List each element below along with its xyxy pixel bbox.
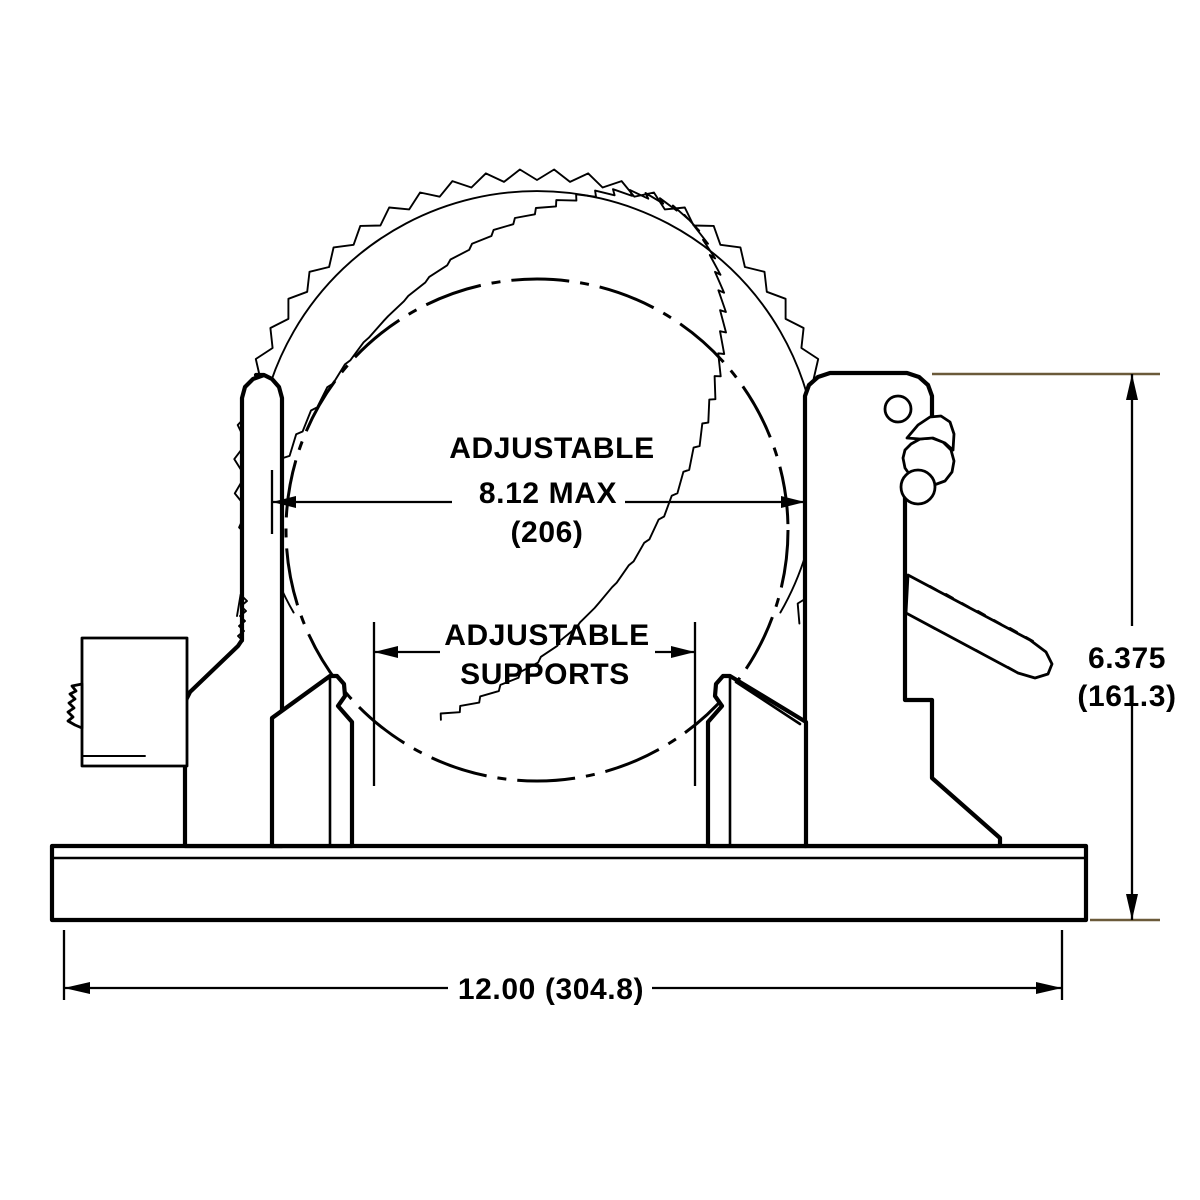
upper-pivot-hole — [883, 394, 913, 424]
left-side-block — [80, 636, 189, 768]
supports-line-2: SUPPORTS — [460, 658, 630, 691]
left-adjust-knob — [66, 682, 84, 730]
supports-dimension: ADJUSTABLE SUPPORTS — [372, 619, 697, 786]
capacity-dimension: ADJUSTABLE 8.12 MAX (206) — [270, 432, 807, 549]
left-vertical-post — [182, 372, 285, 849]
knurled-handle — [904, 573, 1054, 680]
height-line-1: 6.375 — [1088, 642, 1166, 675]
serrated-outer-ring — [236, 188, 727, 721]
workpiece-phantom-circle — [284, 277, 790, 783]
capacity-line-2: 8.12 MAX — [479, 477, 617, 510]
width-label: 12.00 (304.8) — [458, 973, 644, 1006]
height-line-2: (161.3) — [1077, 680, 1176, 713]
lower-pivot-hole — [899, 468, 937, 506]
right-adjustable-support — [705, 673, 809, 849]
capacity-line-3: (206) — [510, 516, 583, 549]
supports-line-1: ADJUSTABLE — [444, 619, 649, 652]
height-dimension: 6.375 (161.3) — [932, 372, 1176, 922]
width-dimension: 12.00 (304.8) — [62, 930, 1064, 1006]
left-adjustable-support — [269, 673, 355, 849]
capacity-line-1: ADJUSTABLE — [449, 432, 654, 465]
base-plate — [49, 843, 1089, 923]
